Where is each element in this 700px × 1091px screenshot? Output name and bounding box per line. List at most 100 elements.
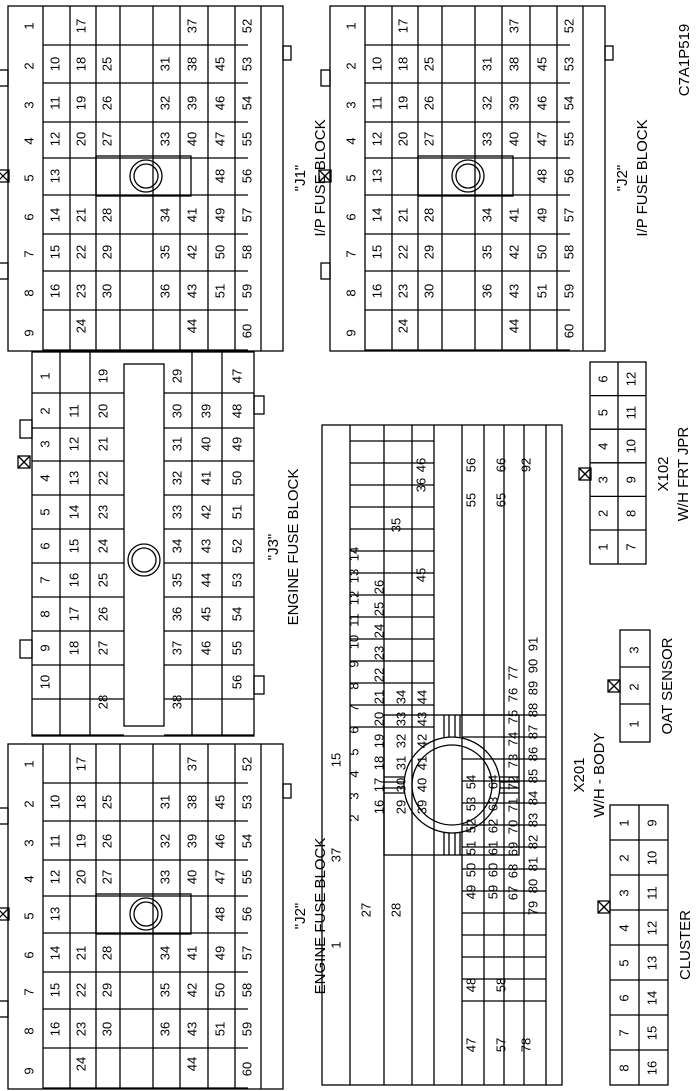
pin-42: 42 <box>414 734 429 748</box>
pin-41: 41 <box>414 756 429 770</box>
locking-tab <box>253 395 265 415</box>
pin-43: 43 <box>184 284 199 298</box>
pin-54: 54 <box>463 775 478 789</box>
pin-32: 32 <box>479 96 494 110</box>
pin-26: 26 <box>99 834 114 848</box>
pin-65: 65 <box>493 493 508 507</box>
pin-24: 24 <box>73 1057 88 1071</box>
pin-58: 58 <box>561 245 576 259</box>
pin-4: 4 <box>595 443 610 450</box>
pin-26: 26 <box>95 607 110 621</box>
locking-tab <box>282 783 292 799</box>
pin-75: 75 <box>505 710 520 724</box>
pin-71: 71 <box>505 798 520 812</box>
pin-13: 13 <box>47 169 62 183</box>
pin-3: 3 <box>616 889 631 896</box>
pin-62: 62 <box>485 819 500 833</box>
pin-51: 51 <box>463 841 478 855</box>
pin-47: 47 <box>534 132 549 146</box>
pin-20: 20 <box>73 870 88 884</box>
pin-21: 21 <box>95 437 110 451</box>
pin-50: 50 <box>212 245 227 259</box>
pin-59: 59 <box>239 284 254 298</box>
pin-59: 59 <box>239 1022 254 1036</box>
pin-44: 44 <box>414 690 429 704</box>
connector-outline <box>321 424 563 1086</box>
pin-57: 57 <box>239 946 254 960</box>
pin-3: 3 <box>626 646 641 653</box>
pin-1: 1 <box>37 372 52 379</box>
pin-1: 1 <box>328 941 343 948</box>
pin-48: 48 <box>534 169 549 183</box>
pin-49: 49 <box>534 208 549 222</box>
pin-35: 35 <box>169 573 184 587</box>
pin-21: 21 <box>73 946 88 960</box>
pin-23: 23 <box>371 646 386 660</box>
pin-5: 5 <box>21 912 36 919</box>
pin-54: 54 <box>561 96 576 110</box>
pin-30: 30 <box>99 1022 114 1036</box>
pin-40: 40 <box>506 132 521 146</box>
pin-48: 48 <box>212 907 227 921</box>
latch-marker <box>0 907 10 921</box>
pin-45: 45 <box>413 568 428 582</box>
locking-tab <box>320 262 331 280</box>
pin-23: 23 <box>395 284 410 298</box>
pin-27: 27 <box>421 132 436 146</box>
block-code: "J2" <box>292 903 309 930</box>
locking-tab <box>282 45 292 61</box>
pin-2: 2 <box>626 683 641 690</box>
block-code: "J1" <box>292 165 309 192</box>
pin-58: 58 <box>239 245 254 259</box>
pin-21: 21 <box>371 690 386 704</box>
pin-31: 31 <box>157 57 172 71</box>
pin-3: 3 <box>346 792 361 799</box>
fuse-block-engine-j2: 1234567891011121314151617181920212223242… <box>0 743 329 1090</box>
pin-9: 9 <box>21 1067 36 1074</box>
pin-47: 47 <box>229 369 244 383</box>
pin-8: 8 <box>343 289 358 296</box>
pin-2: 2 <box>346 814 361 821</box>
pin-7: 7 <box>623 543 638 550</box>
pin-64: 64 <box>485 775 500 789</box>
pin-79: 79 <box>525 901 540 915</box>
latch-marker <box>607 679 621 693</box>
pin-13: 13 <box>644 956 659 970</box>
pin-8: 8 <box>346 682 361 689</box>
locking-tab <box>0 1000 9 1018</box>
pin-3: 3 <box>37 440 52 447</box>
pin-16: 16 <box>369 284 384 298</box>
pin-2: 2 <box>37 407 52 414</box>
pin-40: 40 <box>184 132 199 146</box>
locking-tab <box>604 45 614 61</box>
pin-11: 11 <box>47 96 62 110</box>
pin-8: 8 <box>616 1064 631 1071</box>
pin-54: 54 <box>239 96 254 110</box>
pin-2: 2 <box>595 510 610 517</box>
connector-name: OAT SENSOR <box>659 637 676 734</box>
pin-16: 16 <box>644 1061 659 1075</box>
pin-25: 25 <box>421 57 436 71</box>
shroud-ring <box>403 736 501 834</box>
pin-10: 10 <box>644 851 659 865</box>
pin-22: 22 <box>95 471 110 485</box>
pin-13: 13 <box>346 569 361 583</box>
pin-50: 50 <box>534 245 549 259</box>
pin-40: 40 <box>414 778 429 792</box>
fuse-block-outline <box>7 5 284 352</box>
pin-33: 33 <box>157 870 172 884</box>
pin-3: 3 <box>343 101 358 108</box>
pin-47: 47 <box>212 132 227 146</box>
pin-9: 9 <box>21 329 36 336</box>
block-code: "J3" <box>265 534 282 561</box>
locking-tab <box>0 262 9 280</box>
fuse-block-ip-j1: 1234567891011121314151617181920212223242… <box>0 5 329 352</box>
locking-tab <box>253 675 265 695</box>
pin-2: 2 <box>343 62 358 69</box>
pin-48: 48 <box>229 404 244 418</box>
pin-41: 41 <box>506 208 521 222</box>
pin-35: 35 <box>388 518 403 532</box>
pin-52: 52 <box>229 539 244 553</box>
